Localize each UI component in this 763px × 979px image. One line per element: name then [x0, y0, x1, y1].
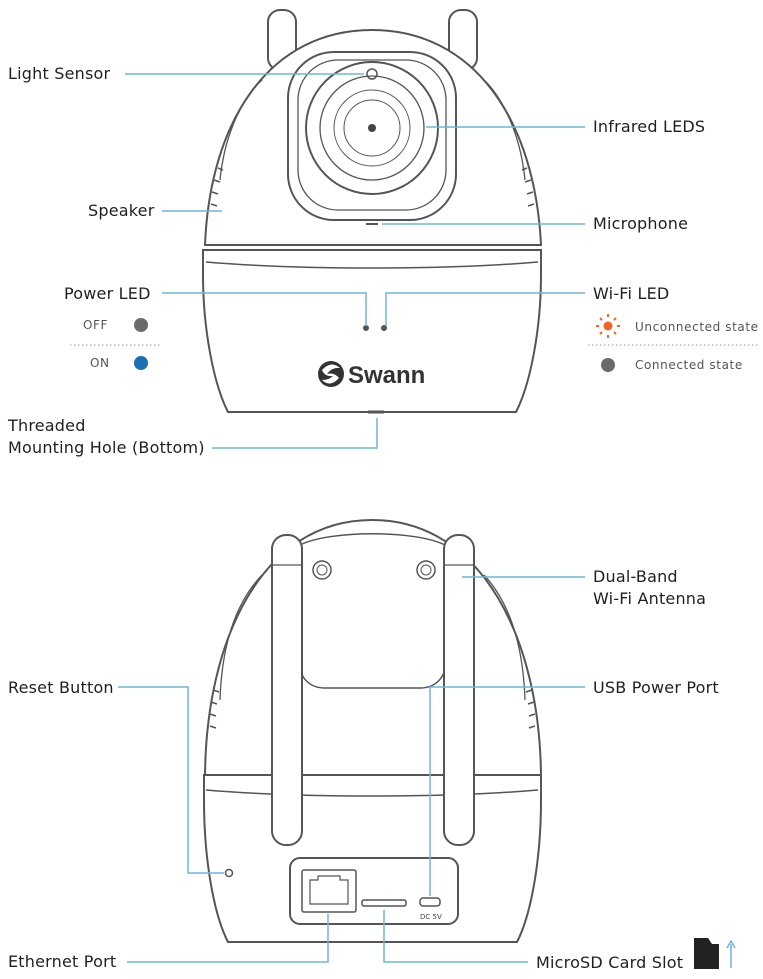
wifi-led-label: Wi-Fi LED: [593, 284, 670, 303]
mounting-hole-label-line2: Mounting Hole (Bottom): [8, 438, 205, 457]
power-led: [363, 325, 369, 331]
microsd-slot: [361, 899, 407, 907]
usb-power-port-label: USB Power Port: [593, 678, 719, 697]
infrared-leds-label: Infrared LEDS: [593, 117, 706, 136]
back-antenna-right: [443, 534, 475, 846]
back-panel: [299, 533, 446, 689]
back-antenna-left: [271, 534, 303, 846]
front-camera: [202, 9, 543, 414]
microsd-slot-label: MicroSD Card Slot: [536, 953, 684, 972]
mounting-hole-label-line1: Threaded: [8, 416, 86, 435]
leader-lines: [118, 73, 585, 963]
lens-center: [368, 124, 376, 132]
swann-logo-text: Swann: [348, 362, 425, 389]
back-camera: [203, 518, 543, 943]
connected-state-label: Connected state: [635, 358, 743, 372]
light-sensor: [366, 68, 378, 80]
reset-button-label: Reset Button: [8, 678, 114, 697]
unconnected-state-icon: [596, 314, 620, 338]
ethernet-port-label: Ethernet Port: [8, 952, 117, 971]
dc-5v-label: DC 5V: [420, 913, 442, 921]
off-indicator-dot: [134, 318, 148, 332]
light-sensor-label: Light Sensor: [8, 64, 111, 83]
antenna-label-line2: Wi-Fi Antenna: [593, 589, 707, 608]
off-label: OFF: [83, 318, 109, 332]
usb-port: [419, 897, 441, 907]
power-led-label: Power LED: [64, 284, 151, 303]
microsd-card-icon: [694, 938, 736, 969]
front-base: [202, 249, 542, 413]
wifi-led: [381, 325, 387, 331]
reset-button: [224, 868, 234, 878]
microphone-label: Microphone: [593, 214, 689, 233]
swann-logo-mark: [318, 361, 344, 387]
on-label: ON: [90, 356, 110, 370]
speaker-label: Speaker: [88, 201, 155, 220]
connected-state-dot: [601, 358, 615, 372]
on-indicator-dot: [134, 356, 148, 370]
unconnected-state-label: Unconnected state: [635, 320, 759, 334]
antenna-label-line1: Dual-Band: [593, 567, 678, 586]
